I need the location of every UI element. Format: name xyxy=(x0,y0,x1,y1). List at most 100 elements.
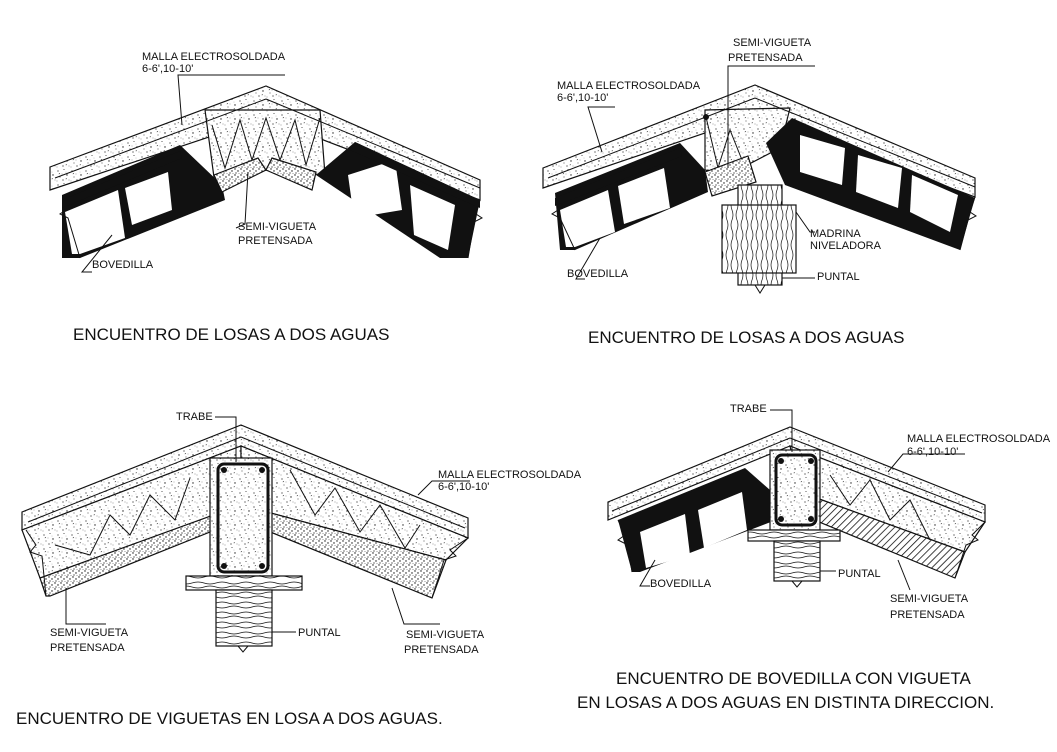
block-cell xyxy=(640,514,690,568)
prop-tip xyxy=(237,645,249,653)
label-mesh-line2: 6-6',10-10' xyxy=(142,63,193,75)
block-cell xyxy=(856,155,902,208)
truss-wire xyxy=(705,116,743,170)
leader-joist-left xyxy=(65,588,106,625)
leader-mesh xyxy=(887,453,965,473)
truss-wire xyxy=(211,116,321,170)
label-mesh-line2: 6-6',10-10' xyxy=(907,446,958,458)
label-prop: PUNTAL xyxy=(817,271,860,283)
rebar-dot xyxy=(259,563,265,569)
truss-wire xyxy=(289,469,421,549)
prop-post xyxy=(215,589,273,647)
leader-block xyxy=(80,234,113,273)
prop-tip xyxy=(791,580,803,588)
title-detail-4-line1: ENCUENTRO DE BOVEDILLA CON VIGUETA xyxy=(616,669,972,688)
block-band xyxy=(555,148,682,206)
detail-4: TRABE MALLA ELECTROSOLDADA 6-6',10-10' B… xyxy=(577,403,1051,712)
label-block: BOVEDILLA xyxy=(92,259,154,271)
block-cell xyxy=(348,160,402,218)
beam-section xyxy=(209,457,273,577)
prop-tip xyxy=(754,284,766,294)
label-joist-right-line2: PRETENSADA xyxy=(404,644,479,656)
leader-joist xyxy=(897,559,911,591)
levelling-purlin xyxy=(721,204,797,274)
label-joist-line1: SEMI-VIGUETA xyxy=(238,221,317,233)
label-purlin-line1: MADRINA xyxy=(810,228,861,240)
wire-mesh-line xyxy=(547,97,756,179)
label-mesh-line1: MALLA ELECTROSOLDADA xyxy=(142,51,286,63)
leader-block xyxy=(575,237,601,280)
block-cell xyxy=(910,175,958,232)
rebar-dot xyxy=(259,467,265,473)
hollow-block-left xyxy=(555,143,708,250)
beam-stirrup xyxy=(216,462,270,574)
wire-mesh-line xyxy=(27,436,242,523)
leader-joist xyxy=(727,65,815,168)
label-joist-line2: PRETENSADA xyxy=(728,52,803,64)
leader-mesh xyxy=(417,480,470,496)
leader-block xyxy=(639,559,656,587)
leader-joist xyxy=(235,171,249,229)
wire-mesh-line xyxy=(265,98,481,189)
precast-joist-right xyxy=(265,157,317,191)
break-mark-left xyxy=(25,529,47,597)
detail-3: TRABE MALLA ELECTROSOLDADA 6-6',10-10' S… xyxy=(16,411,582,728)
leader-joist-right xyxy=(391,587,440,625)
wire-mesh-line xyxy=(240,436,466,529)
label-joist-line2: PRETENSADA xyxy=(890,609,965,621)
label-block: BOVEDILLA xyxy=(567,268,629,280)
label-mesh-line2: 6-6',10-10' xyxy=(557,92,608,104)
rebar-dot xyxy=(221,563,227,569)
label-prop: PUNTAL xyxy=(838,568,881,580)
hollow-block xyxy=(618,468,776,572)
break-mark-right xyxy=(467,199,483,259)
title-detail-3: ENCUENTRO DE VIGUETAS EN LOSA A DOS AGUA… xyxy=(16,709,443,728)
prop-post xyxy=(773,540,821,582)
label-purlin-line2: NIVELADORA xyxy=(810,240,882,252)
detail-1: MALLA ELECTROSOLDADA 6-6',10-10' SEMI-VI… xyxy=(49,51,483,344)
leader-mesh xyxy=(587,106,615,153)
block-cell xyxy=(618,168,670,224)
label-mesh-line1: MALLA ELECTROSOLDADA xyxy=(557,80,701,92)
wire-mesh-line xyxy=(54,98,267,179)
rebar-dot xyxy=(778,458,784,464)
detail-2: MALLA ELECTROSOLDADA 6-6',10-10' SEMI-VI… xyxy=(542,37,977,347)
truss-wire xyxy=(829,474,931,541)
truss-wire xyxy=(54,477,191,556)
prop-cap xyxy=(185,575,303,591)
label-mesh-line2: 6-6',10-10' xyxy=(438,481,489,493)
label-joist-right-line1: SEMI-VIGUETA xyxy=(406,629,485,641)
wire-mesh-line xyxy=(754,97,976,188)
detail-3-slab xyxy=(21,424,470,599)
precast-joist-left xyxy=(39,504,242,597)
title-detail-4-line2: EN LOSAS A DOS AGUAS EN DISTINTA DIRECCI… xyxy=(577,693,994,712)
break-mark-left xyxy=(617,519,633,573)
label-joist-line2: PRETENSADA xyxy=(238,235,313,247)
leader-beam xyxy=(770,409,793,452)
leader-purlin xyxy=(795,211,815,233)
prop-cap xyxy=(747,529,841,542)
label-beam: TRABE xyxy=(730,403,767,415)
rebar-dot xyxy=(778,516,784,522)
break-mark-left xyxy=(59,195,81,259)
label-beam: TRABE xyxy=(176,411,213,423)
label-joist-line1: SEMI-VIGUETA xyxy=(890,593,969,605)
label-joist-line1: SEMI-VIGUETA xyxy=(733,37,812,49)
rebar-dot xyxy=(808,516,814,522)
break-mark-left xyxy=(551,195,576,251)
title-detail-2: ENCUENTRO DE LOSAS A DOS AGUAS xyxy=(588,328,904,347)
hollow-block-right xyxy=(316,142,480,258)
title-detail-1: ENCUENTRO DE LOSAS A DOS AGUAS xyxy=(73,325,389,344)
label-mesh-line1: MALLA ELECTROSOLDADA xyxy=(438,469,582,481)
break-mark-right xyxy=(431,537,469,599)
block-cell xyxy=(698,492,747,548)
concrete-fill xyxy=(704,107,791,176)
label-prop: PUNTAL xyxy=(298,627,341,639)
label-block: BOVEDILLA xyxy=(650,578,712,590)
block-cell xyxy=(125,172,172,225)
detail-4-slab xyxy=(607,426,986,579)
leader-mesh xyxy=(177,74,285,126)
block-band xyxy=(62,151,182,208)
block-cell xyxy=(410,185,455,250)
